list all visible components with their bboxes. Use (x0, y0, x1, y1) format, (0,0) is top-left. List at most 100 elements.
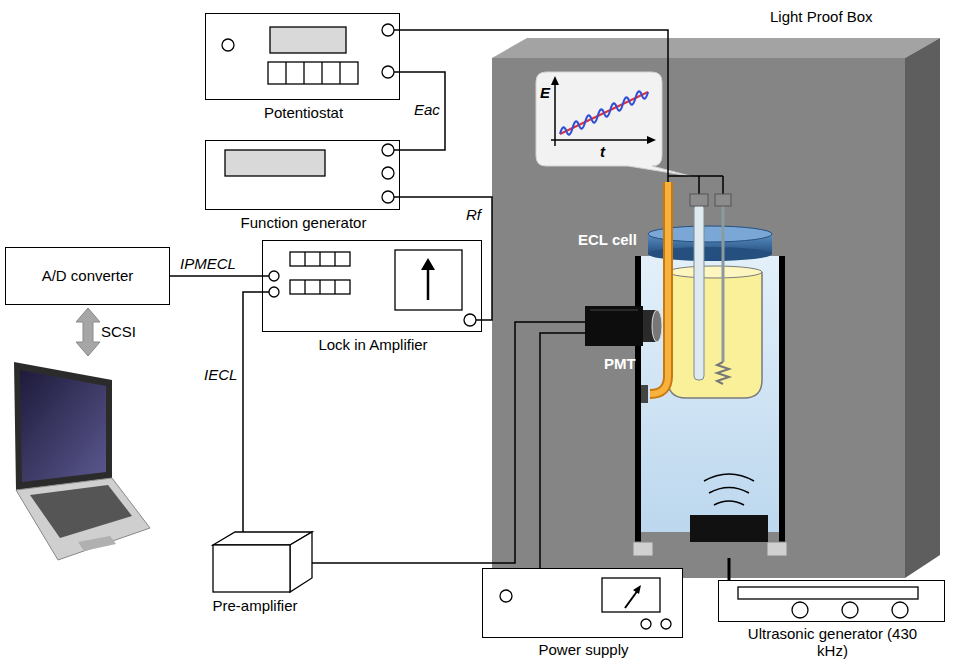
ecl-cell-drawing-part (704, 474, 754, 481)
device-label: Potentiostat (264, 104, 343, 121)
pmt-drawing-part (590, 310, 638, 311)
ultrasonic-generator-panel-part (842, 602, 858, 618)
lock-in-panel-part (290, 280, 350, 294)
signal-wire (170, 275, 262, 277)
pmt-drawing (585, 306, 662, 346)
signal-wire (243, 292, 262, 532)
pre-amplifier-shape-part (290, 532, 312, 592)
waveform-inset-part (560, 92, 648, 134)
lock-in-amplifier-box: Lock in Amplifier (262, 240, 482, 332)
device-label: A/D converter (42, 267, 134, 284)
light-proof-box-shape (492, 38, 940, 578)
lock-in-panel-part (262, 276, 269, 292)
laptop-icon-part (14, 362, 112, 490)
ecl-cell-drawing-part (714, 501, 744, 505)
ecl-cell-drawing-part (668, 266, 762, 278)
ecl-cell-drawing-part (650, 182, 668, 394)
signal-name: Rf (466, 206, 481, 223)
potentiostat-panel (222, 24, 400, 84)
potentiostat-panel-part (382, 24, 394, 36)
ultrasonic-generator-panel-part (892, 602, 908, 618)
device-label: Light Proof Box (770, 8, 873, 25)
waveform-inset-part (536, 72, 690, 176)
signal-wire (400, 30, 668, 170)
power-supply-panel-part (661, 619, 671, 629)
function-generator-panel-part (382, 144, 394, 156)
laptop-icon-part (78, 536, 116, 551)
function-generator-panel (225, 144, 400, 203)
ecl-cell-drawing-part (633, 542, 653, 556)
pmt-detector: PMT (585, 303, 662, 378)
laptop-icon-part (20, 370, 106, 482)
device-label: Pre-amplifier (212, 597, 297, 614)
ad-converter-box: A/D converter (5, 247, 170, 305)
device-label: Power supply (538, 641, 628, 658)
ultrasonic-generator-panel (718, 580, 945, 622)
potentiostat-panel-part (382, 66, 394, 78)
potentiostat-panel-part (270, 27, 346, 53)
light-proof-box-shape-part (492, 38, 940, 58)
ecl-cell-drawing-part (641, 385, 648, 403)
power-supply-panel-part (625, 590, 638, 608)
ultrasonic-generator-panel-part (792, 602, 808, 618)
waveform-inset-part (560, 91, 648, 134)
function-generator-panel-part (225, 150, 325, 176)
lock-in-panel-part (427, 268, 430, 300)
waveform-inset-part (554, 82, 556, 146)
lock-in-panel-part (395, 250, 462, 310)
device-label: Lock in Amplifier (318, 336, 427, 353)
lock-in-panel-part (421, 258, 435, 270)
potentiostat-panel-part (268, 62, 358, 84)
ecl-cell-drawing-part (668, 170, 723, 194)
ecl-cell-drawing-part (722, 204, 725, 362)
device-label: Ultrasonic generator (430 kHz) (745, 625, 920, 660)
lock-in-panel-part (305, 280, 335, 294)
lock-in-panel-part (290, 252, 350, 266)
ecl-cell-drawing-part (717, 362, 729, 384)
waveform-inset-part (551, 139, 650, 141)
signal-wire (400, 72, 445, 150)
scsi-double-arrow (76, 308, 100, 356)
ecl-cell-drawing-part (668, 272, 762, 398)
pre-amplifier-shape-part (213, 545, 290, 592)
lock-in-panel-part (269, 287, 279, 297)
ecl-cell-drawing-part (690, 194, 708, 206)
function-generator-panel-part (382, 167, 394, 179)
axis-label: E (540, 84, 550, 101)
lock-in-panel-part (305, 252, 335, 266)
function-generator-panel-part (382, 191, 394, 203)
signal-name: Eac (414, 101, 440, 118)
device-label: PMT (604, 355, 636, 372)
ecl-cell-drawing-part (709, 488, 749, 494)
power-supply-box: Power supply (482, 568, 683, 638)
waveform-inset-part (551, 76, 559, 85)
lock-in-panel-part (269, 271, 279, 281)
waveform-inset-part (647, 136, 656, 144)
signal-wire (312, 322, 585, 563)
lock-in-panel-part (464, 314, 476, 326)
potentiostat-box: Potentiostat (205, 13, 400, 100)
ecl-cell-drawing (633, 170, 787, 556)
power-supply-panel-part (633, 585, 641, 594)
interface-name: SCSI (101, 323, 136, 340)
power-supply-panel-part (500, 590, 512, 602)
power-supply-panel-part (482, 568, 683, 638)
waveform-inset (536, 72, 690, 176)
signal-name: IECL (204, 366, 237, 383)
ultrasonic-generator-box: Ultrasonic generator (430 kHz) (718, 580, 945, 622)
light-proof-box-shape-part (905, 38, 940, 578)
device-label: Function generator (241, 214, 367, 231)
ultrasonic-generator-panel-part (718, 580, 945, 622)
pmt-drawing-part (585, 306, 643, 346)
power-supply-panel-part (641, 619, 651, 629)
function-generator-box: Function generator (205, 140, 400, 210)
scsi-double-arrow-part (76, 308, 100, 356)
signal-wire (400, 197, 492, 320)
laptop-icon (14, 362, 150, 560)
ultrasonic-generator-panel-part (738, 587, 918, 599)
pmt-drawing-part (652, 310, 662, 342)
potentiostat-panel-part (222, 39, 234, 51)
